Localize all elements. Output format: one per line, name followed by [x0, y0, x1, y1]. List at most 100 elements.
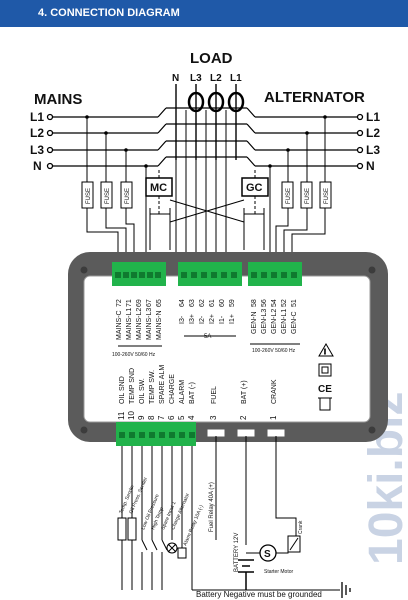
terminal-num: 51	[291, 299, 298, 307]
mains-line-l3: L3	[30, 143, 44, 157]
svg-text:!: !	[324, 349, 326, 356]
terminal-num: 72	[116, 299, 123, 307]
connector-pin	[139, 432, 145, 438]
high-temp-switch-icon	[151, 539, 158, 551]
starter-s: S	[264, 549, 271, 560]
fuse-wires	[86, 110, 326, 262]
terminal-num: 8	[147, 415, 156, 420]
terminal-name: MAINS-N	[156, 310, 163, 340]
connector-pin	[139, 272, 145, 278]
fuse-label: FUSE	[324, 188, 330, 204]
connector-pin	[221, 272, 227, 278]
terminal-name: GEN-N	[251, 311, 258, 334]
load-phase-labels: N L3 L2 L1	[172, 73, 242, 84]
terminal-num: 5	[177, 415, 186, 420]
terminal-name: I1-	[219, 315, 226, 324]
terminal-num: 64	[179, 299, 186, 307]
terminal-num: 62	[199, 299, 206, 307]
busbar-terminals	[46, 113, 364, 170]
terminal-num: 1	[269, 415, 278, 420]
terminal-num: 63	[189, 299, 196, 307]
terminal-name: I3-	[179, 315, 186, 324]
ct-rating: 5A	[204, 334, 211, 340]
mains-label: MAINS	[34, 91, 82, 108]
alternator-line-labels: L1 L2 L3 N	[366, 110, 380, 173]
connector-pin	[181, 272, 187, 278]
terminal-num: 69	[136, 299, 143, 307]
terminal-name: ALARM	[179, 380, 186, 404]
terminal-num: 3	[209, 415, 218, 420]
interlock-contacts	[149, 199, 265, 250]
connector-pin	[231, 272, 237, 278]
fuse-labels: FUSE FUSE FUSE FUSE FUSE FUSE	[86, 188, 330, 204]
bottom-connector-pins	[119, 432, 195, 438]
sensor-label: Alarm Relay 10A (-)	[182, 504, 205, 547]
terminal-name: GEN-L3	[261, 309, 268, 334]
terminal-name: MAINS-L3	[146, 308, 153, 340]
terminal-name: CHARGE	[169, 374, 176, 404]
connector-pin	[189, 432, 195, 438]
section-title: 4. CONNECTION DIAGRAM	[38, 7, 180, 19]
load-phase-l2: L2	[210, 73, 222, 84]
fuse-label: FUSE	[86, 188, 92, 204]
terminal-num: 54	[271, 299, 278, 307]
bottom-terminal-labels: 11 OIL SND 10 TEMP SND 9 OIL SW. 8 TEMP …	[117, 365, 278, 420]
connector-pin	[147, 272, 153, 278]
ct-terminals: 64 I3- 63 I3+ 62 I2- 61 I2+ 60 I1- 59 I1…	[179, 299, 236, 324]
connector-pin	[251, 272, 257, 278]
svg-text:CE: CE	[318, 384, 332, 395]
interlock-lines	[158, 170, 256, 214]
connector-pin	[261, 272, 267, 278]
connector-pin	[211, 272, 217, 278]
ct-l2	[207, 91, 225, 113]
ct-l3	[187, 91, 205, 113]
terminal-name: OIL SW.	[139, 378, 146, 404]
terminal-name: MAINS-L2	[136, 308, 143, 340]
alt-line-l3: L3	[366, 143, 380, 157]
terminal-name: GEN-C	[291, 311, 298, 334]
fuse-label: FUSE	[125, 188, 131, 204]
terminal-num: 59	[229, 299, 236, 307]
connector-pin	[159, 432, 165, 438]
battery-icon	[238, 559, 254, 590]
mains-line-n: N	[33, 159, 42, 173]
ground-icon	[341, 582, 351, 598]
connector-pin	[179, 432, 185, 438]
terminal-num: 71	[126, 299, 133, 307]
top-connector-pins	[115, 272, 297, 278]
terminal-num: 4	[187, 415, 196, 420]
mains-line-l2: L2	[30, 126, 44, 140]
mounting-screws	[80, 266, 376, 434]
connector-pin	[271, 272, 277, 278]
connector-pin	[149, 432, 155, 438]
terminal-num: 61	[209, 299, 216, 307]
mains-line-l1: L1	[30, 110, 44, 124]
terminal-num: 10	[127, 411, 136, 420]
connector-pin	[191, 272, 197, 278]
alternator-label: ALTERNATOR	[264, 89, 365, 106]
terminal-name: MAINS-C	[116, 310, 123, 340]
ct-l1	[227, 91, 245, 113]
connector-pin	[201, 272, 207, 278]
terminal-name: I1+	[229, 314, 236, 324]
low-oil-switch-icon	[141, 539, 148, 551]
mc-label: MC	[150, 182, 167, 194]
spare-input-switch-icon	[161, 539, 168, 551]
fuse-label: FUSE	[305, 188, 311, 204]
terminal-num: 56	[261, 299, 268, 307]
terminal-name: TEMP SND	[129, 368, 136, 404]
gc-label: GC	[246, 182, 263, 194]
battery-label: BATTERY 12V	[234, 533, 240, 572]
oil-press-sender-icon	[127, 517, 137, 541]
gen-terminals: 58 GEN-N 56 GEN-L3 54 GEN-L2 52 GEN-L1 5…	[251, 299, 298, 334]
terminal-name: BAT (-)	[189, 382, 196, 404]
alarm-relay-icon	[177, 547, 187, 559]
top-terminal-labels: 72 MAINS-C 71 MAINS-L1 69 MAINS-L2 67 MA…	[116, 299, 298, 340]
terminal-num: 6	[167, 415, 176, 420]
terminal-name: BAT (+)	[241, 380, 248, 404]
terminal-num: 67	[146, 299, 153, 307]
alt-line-l1: L1	[366, 110, 380, 124]
fuse-label: FUSE	[286, 188, 292, 204]
gen-rating: 100-260V 50/60 Hz	[252, 348, 296, 354]
recycle-bin-icon	[318, 397, 332, 411]
